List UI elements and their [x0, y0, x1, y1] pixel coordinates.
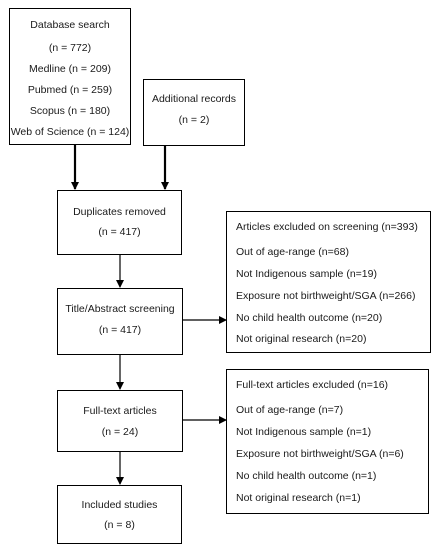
title-abstract-screening-count: (n = 417) — [98, 324, 142, 336]
excluded-reason-item: Not Indigenous sample (n=19) — [236, 268, 377, 280]
title-abstract-screening-box: Title/Abstract screening (n = 417) — [57, 288, 183, 355]
excluded-on-screening-title: Articles excluded on screening (n=393) — [236, 221, 418, 233]
database-source-scopus: Scopus (n = 180) — [29, 105, 111, 117]
excluded-on-screening-box: Articles excluded on screening (n=393) O… — [226, 211, 431, 353]
full-text-articles-box: Full-text articles (n = 24) — [57, 390, 183, 452]
full-text-excluded-box: Full-text articles excluded (n=16) Out o… — [226, 369, 429, 514]
excluded-reason-item: No child health outcome (n=20) — [236, 312, 383, 324]
database-search-total: (n = 772) — [48, 42, 92, 54]
title-abstract-screening-title: Title/Abstract screening — [65, 303, 175, 315]
additional-records-count: (n = 2) — [178, 114, 210, 126]
included-studies-count: (n = 8) — [104, 519, 135, 531]
database-source-medline: Medline (n = 209) — [28, 63, 111, 75]
full-text-excluded-reason-item: Exposure not birthweight/SGA (n=6) — [236, 448, 404, 460]
excluded-reason-item: Not original research (n=20) — [236, 333, 367, 345]
duplicates-removed-count: (n = 417) — [98, 226, 141, 238]
full-text-excluded-reason-item: Not original research (n=1) — [236, 492, 361, 504]
additional-records-title: Additional records — [151, 93, 237, 105]
database-search-box: Database search (n = 772) Medline (n = 2… — [9, 8, 131, 145]
additional-records-box: Additional records (n = 2) — [143, 79, 245, 146]
excluded-reason-item: Exposure not birthweight/SGA (n=266) — [236, 290, 416, 302]
full-text-articles-title: Full-text articles — [83, 405, 157, 417]
full-text-excluded-reason-item: Out of age-range (n=7) — [236, 404, 344, 416]
duplicates-removed-title: Duplicates removed — [73, 206, 166, 218]
duplicates-removed-box: Duplicates removed (n = 417) — [57, 190, 182, 255]
database-source-pubmed: Pubmed (n = 259) — [27, 84, 113, 96]
included-studies-title: Included studies — [81, 499, 158, 511]
full-text-articles-count: (n = 24) — [101, 426, 139, 438]
full-text-excluded-title: Full-text articles excluded (n=16) — [236, 379, 389, 391]
database-search-title: Database search — [30, 19, 110, 31]
full-text-excluded-reason-item: Not Indigenous sample (n=1) — [236, 426, 372, 438]
full-text-excluded-reason-item: No child health outcome (n=1) — [236, 470, 377, 482]
database-source-web-of-science: Web of Science (n = 124) — [10, 126, 130, 138]
included-studies-box: Included studies (n = 8) — [57, 485, 182, 544]
excluded-reason-item: Out of age-range (n=68) — [236, 246, 349, 258]
